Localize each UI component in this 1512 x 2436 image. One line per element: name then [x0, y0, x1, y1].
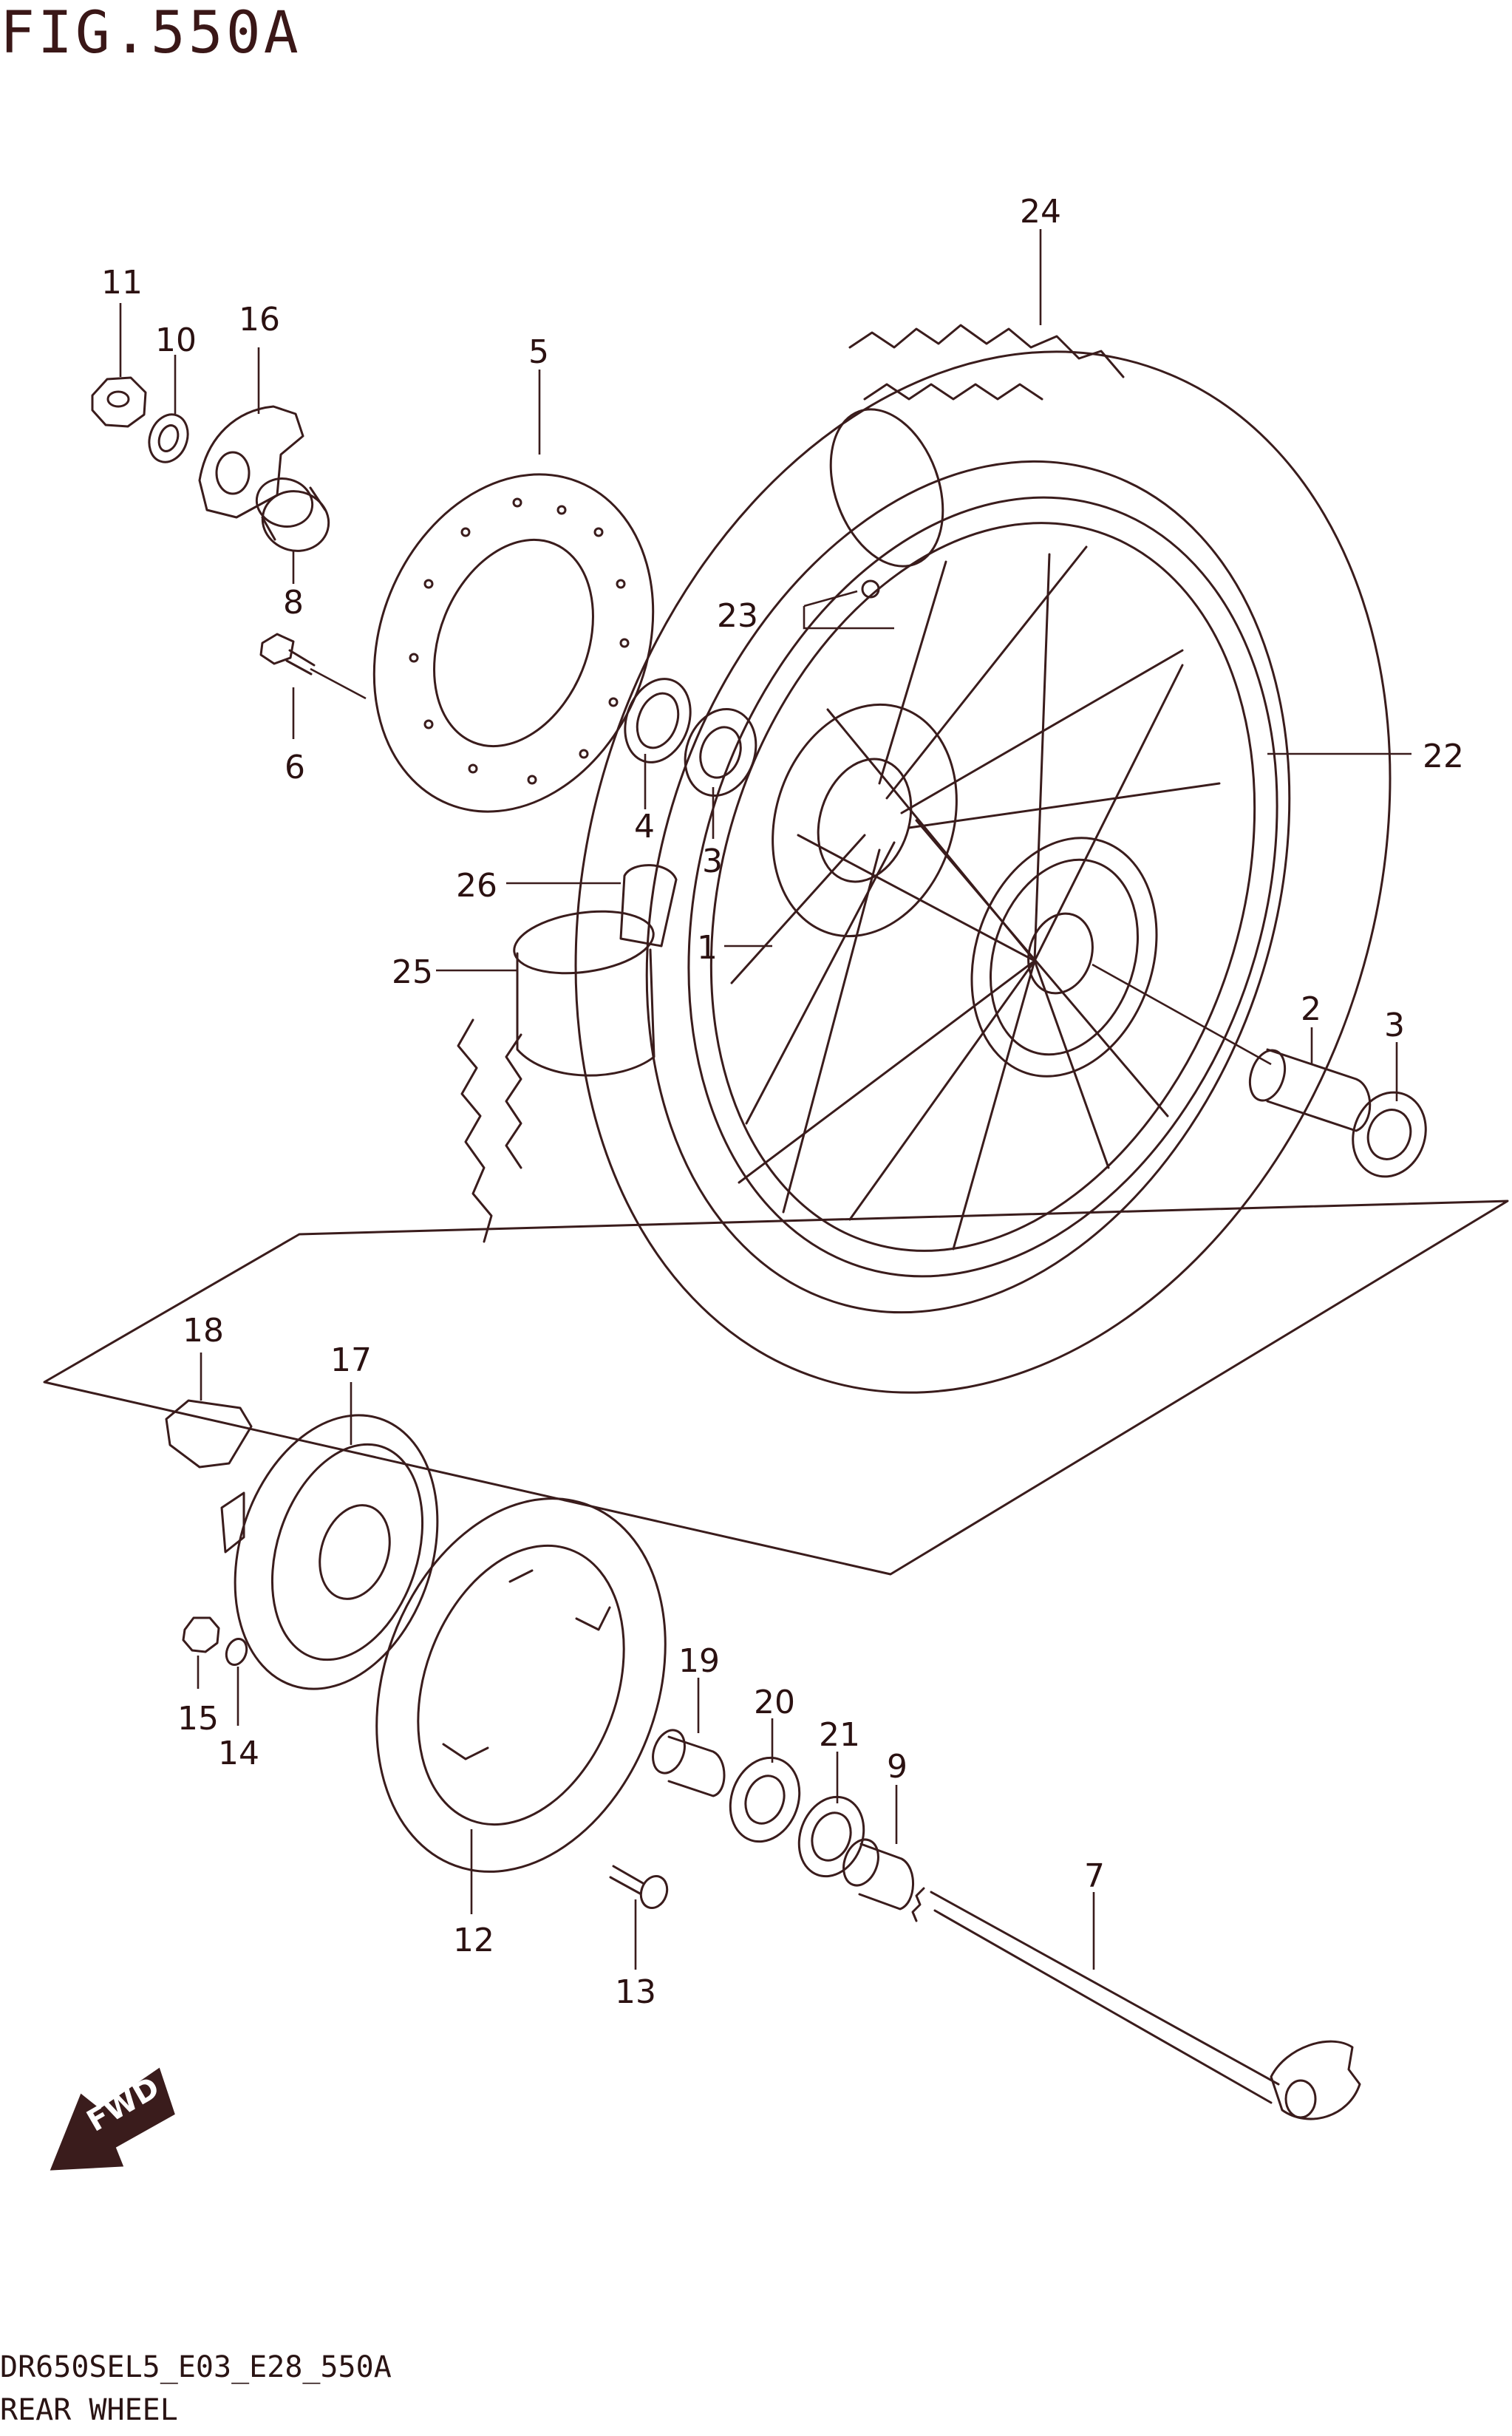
oil-seal-part-21[interactable] [789, 1788, 875, 1885]
callout-26: 26 [456, 867, 497, 905]
callout-1: 1 [697, 929, 718, 967]
callout-8: 8 [283, 584, 304, 622]
callout-22: 22 [1423, 738, 1464, 775]
callout-17: 17 [330, 1341, 372, 1379]
callout-numbers: 11 10 16 8 6 5 4 3 24 23 22 26 25 1 2 3 … [101, 193, 1464, 2011]
hub-assembly-frame [43, 1200, 1509, 1576]
bearing-part-3-left[interactable] [673, 699, 767, 806]
callout-23: 23 [717, 597, 758, 635]
callout-6: 6 [285, 749, 305, 786]
callout-7: 7 [1084, 1857, 1105, 1895]
callout-12: 12 [453, 1922, 494, 1959]
chain-adjuster-part-16[interactable] [198, 405, 304, 519]
callout-4: 4 [634, 808, 655, 846]
spacer-part-9[interactable] [837, 1834, 914, 1911]
figure-title: FIG.550A [0, 0, 302, 67]
washer-part-10[interactable] [143, 409, 194, 467]
callout-21: 21 [819, 1716, 860, 1754]
callout-24: 24 [1020, 193, 1061, 231]
callout-14: 14 [218, 1735, 259, 1772]
callout-2: 2 [1301, 990, 1321, 1028]
hub-part-1[interactable] [743, 681, 985, 961]
tube-part-25[interactable] [510, 903, 657, 1077]
hub-flange [970, 837, 1158, 1078]
forward-direction-arrow: FWD [50, 2067, 175, 2171]
damper-part-18[interactable] [165, 1399, 253, 1469]
bearing-part-3-right[interactable] [1341, 1082, 1437, 1187]
callout-3-left: 3 [702, 843, 723, 880]
callout-3-right: 3 [1384, 1007, 1405, 1044]
spokes-part-22[interactable] [730, 545, 1221, 1251]
callout-11: 11 [101, 264, 143, 302]
callout-16: 16 [239, 301, 280, 338]
disc-bolt-part-6[interactable] [259, 633, 316, 676]
callout-18: 18 [183, 1312, 224, 1350]
rim-band-part-23[interactable] [861, 579, 880, 599]
spacer-part-19[interactable] [647, 1726, 726, 1797]
callout-19: 19 [678, 1642, 720, 1680]
washer-part-14[interactable] [223, 1636, 251, 1668]
callout-9: 9 [887, 1748, 907, 1786]
rear-sprocket-part-12[interactable] [327, 1457, 715, 1912]
callout-5: 5 [528, 333, 549, 371]
figure-code: DR650SEL5_E03_E28_550A [0, 2350, 392, 2384]
callout-20: 20 [754, 1684, 795, 1721]
axle-nut-part-11[interactable] [91, 376, 147, 428]
valve-cap-part-26[interactable] [619, 864, 678, 947]
bearing-part-20[interactable] [719, 1748, 811, 1851]
leader-lines [119, 229, 1411, 1970]
callout-25: 25 [392, 953, 433, 991]
tire-part-24[interactable] [446, 245, 1512, 1499]
figure-name: REAR WHEEL [0, 2393, 178, 2427]
nut-part-15[interactable] [182, 1616, 220, 1653]
callout-15: 15 [177, 1700, 219, 1738]
rim [687, 496, 1278, 1278]
rear-axle-part-7[interactable] [911, 1887, 1361, 2120]
callout-10: 10 [155, 321, 197, 359]
spacer-part-2[interactable] [1244, 1046, 1372, 1132]
sprocket-drum-part-17[interactable] [202, 1389, 471, 1715]
sprocket-bolt-part-13[interactable] [609, 1865, 671, 1911]
brake-disc-part-5[interactable] [325, 432, 702, 854]
spacer-part-8[interactable] [251, 472, 336, 558]
callout-13: 13 [615, 1973, 656, 2011]
